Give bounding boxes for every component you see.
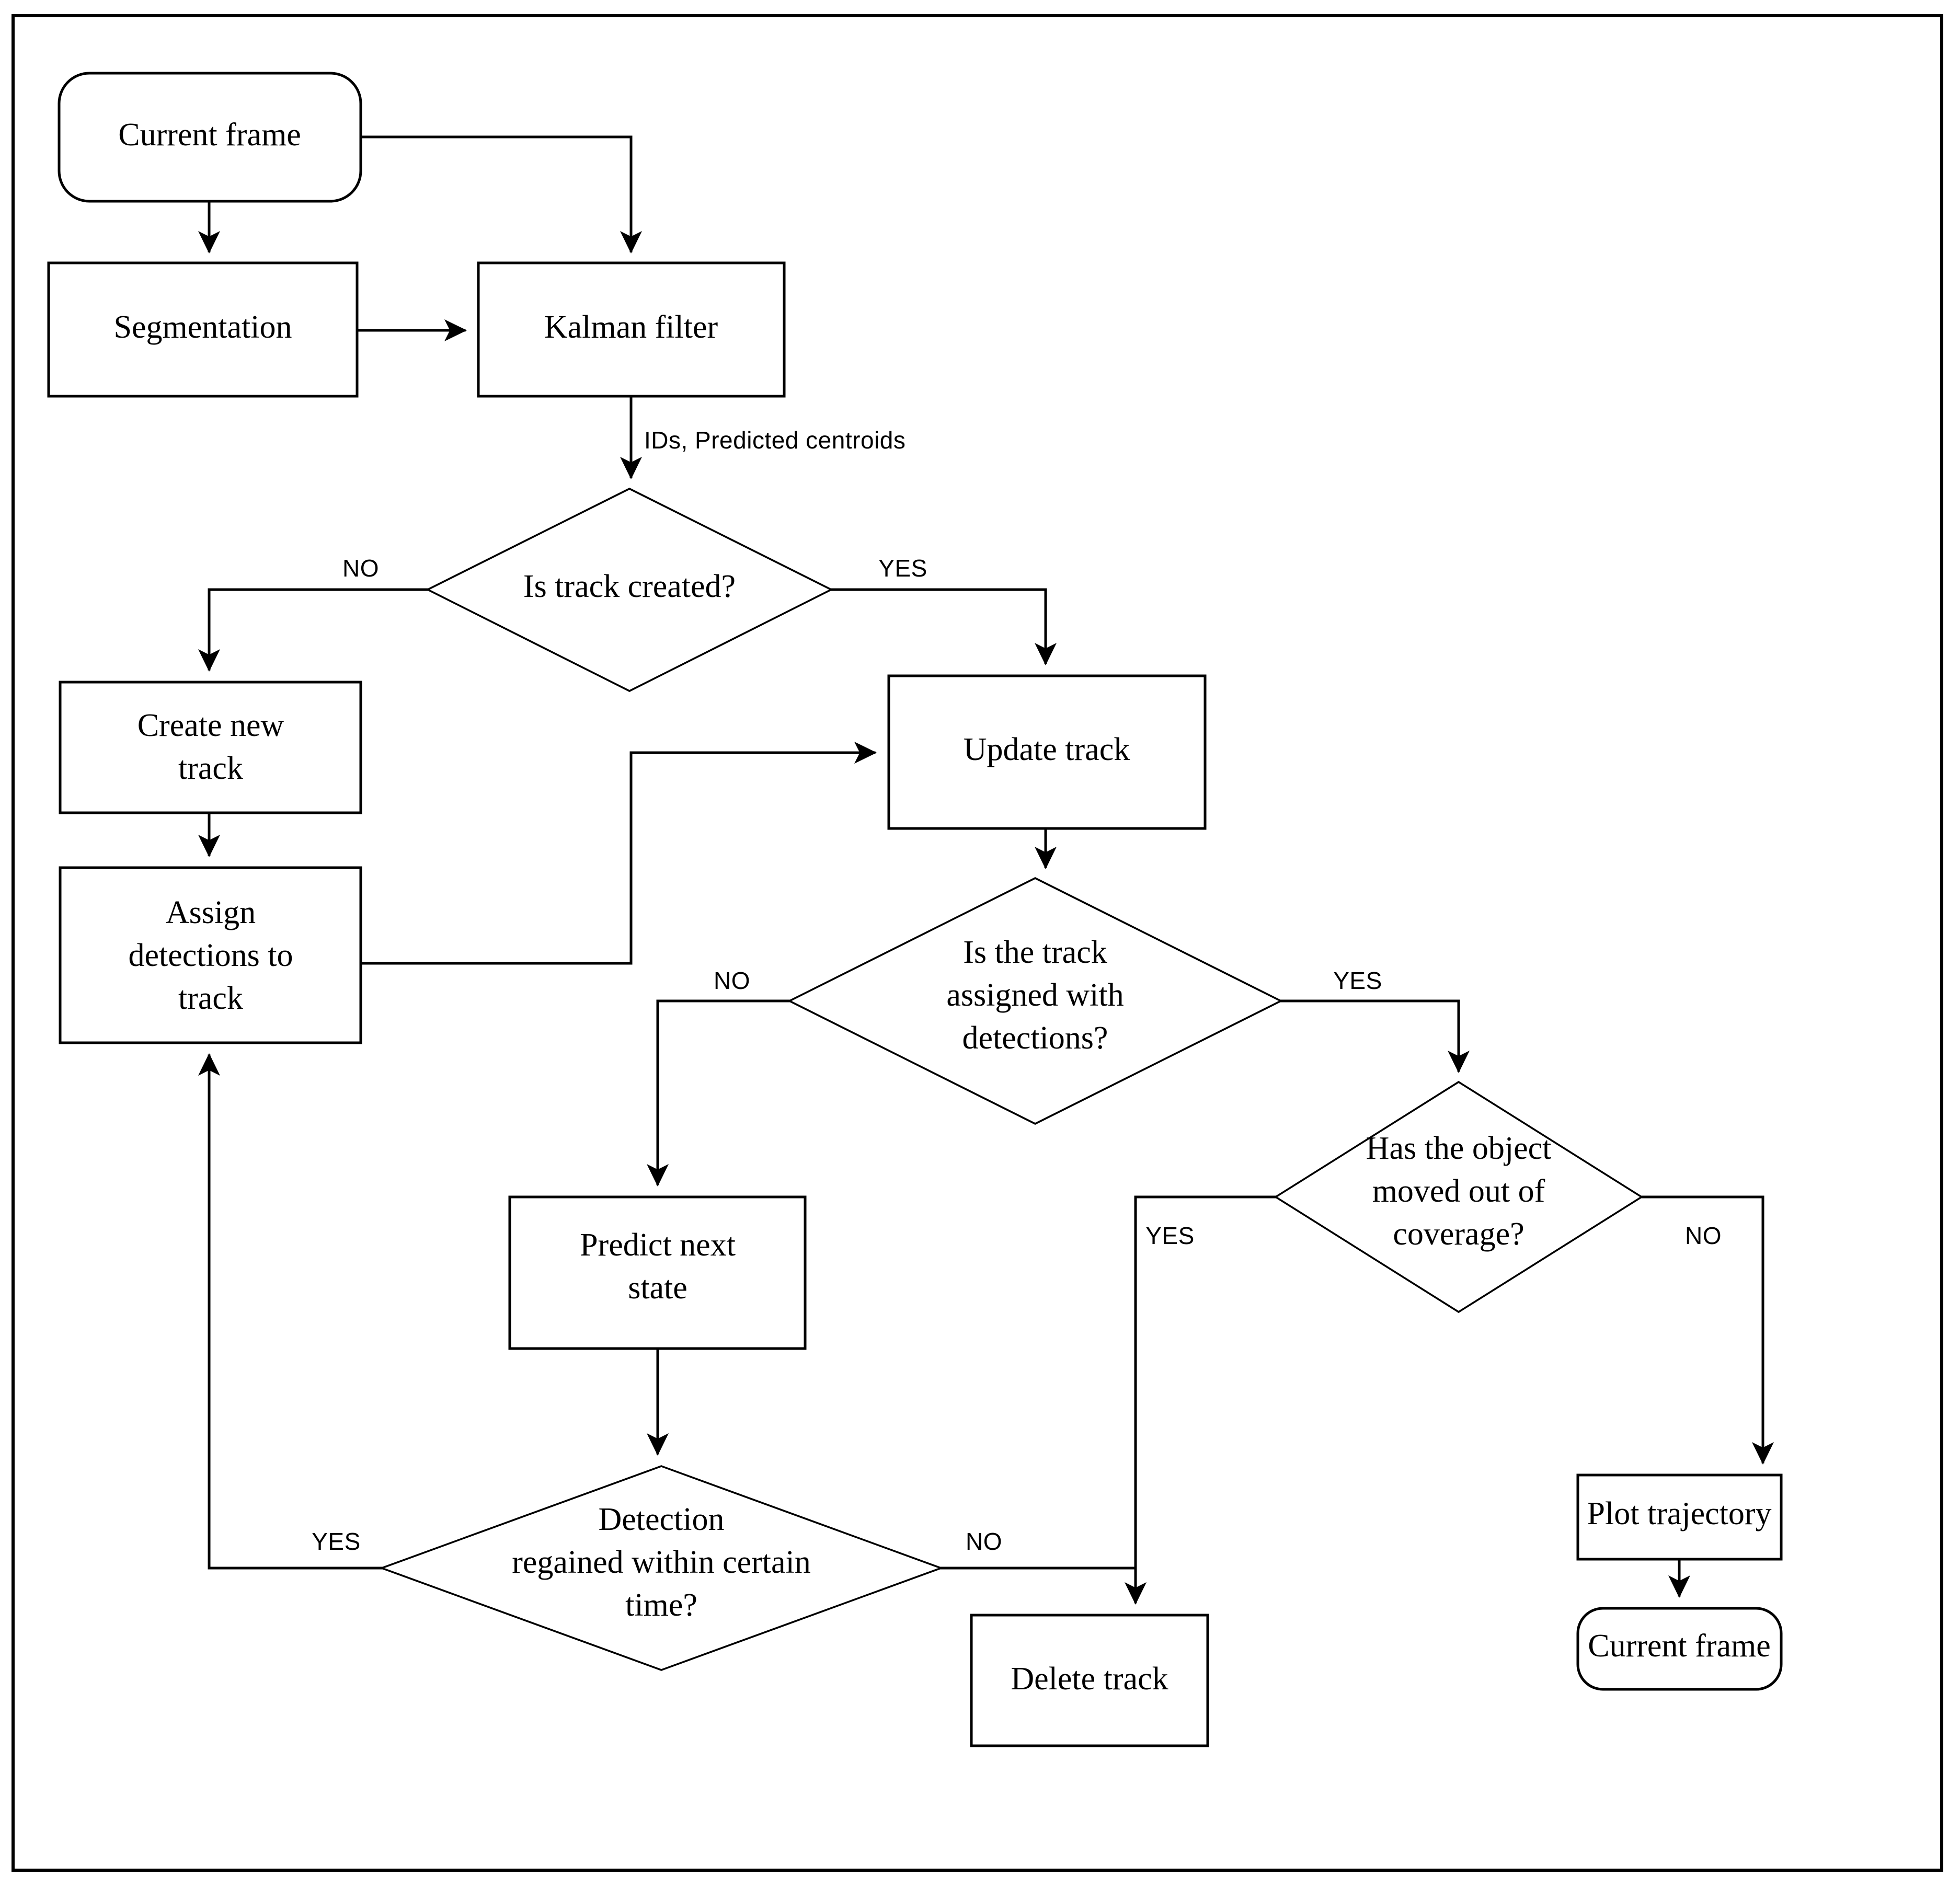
edge-labels-layer: IDs, Predicted centroids NO YES NO YES Y… <box>312 427 1722 1555</box>
is-track-assigned-label-line3: detections? <box>962 1020 1108 1056</box>
nodes-layer: Current frame Segmentation Kalman filter… <box>47 72 1783 1747</box>
edge-label-coverage-no: NO <box>1685 1222 1722 1249</box>
edge-current-frame-to-kalman <box>359 135 642 254</box>
edge-label-regained-no: NO <box>966 1528 1002 1555</box>
update-track-shape[interactable] <box>887 674 1207 830</box>
node-create-new-track[interactable]: Create new track <box>59 681 362 814</box>
has-object-moved-label-line2: moved out of <box>1372 1173 1545 1209</box>
node-current-frame-top[interactable]: Current frame <box>58 72 362 203</box>
create-new-track-label-line2: track <box>178 751 243 786</box>
edge-label-regained-yes: YES <box>312 1528 361 1555</box>
edge-label-coverage-yes: YES <box>1145 1222 1195 1249</box>
node-is-track-created[interactable]: Is track created? <box>426 488 833 692</box>
detection-regained-label-line2: regained within certain <box>512 1545 811 1580</box>
assign-detections-label-line1: Assign <box>166 895 256 930</box>
current-frame-bottom-shape[interactable] <box>1576 1607 1783 1691</box>
edge-label-assigned-yes: YES <box>1333 967 1382 994</box>
detection-regained-shape[interactable] <box>379 1465 944 1671</box>
plot-trajectory-shape[interactable] <box>1576 1473 1783 1561</box>
predict-next-state-label-line2: state <box>628 1270 687 1306</box>
node-predict-next-state[interactable]: Predict next state <box>508 1195 807 1350</box>
node-assign-detections[interactable]: Assign detections to track <box>59 866 362 1044</box>
edge-is-track-created-no <box>198 588 429 672</box>
plot-trajectory-label: Plot trajectory <box>1587 1496 1772 1531</box>
update-track-label: Update track <box>964 732 1130 767</box>
is-track-assigned-label-line1: Is the track <box>963 935 1107 970</box>
edge-detection-regained-yes <box>198 1053 383 1570</box>
is-track-created-shape[interactable] <box>426 488 833 692</box>
node-is-track-assigned[interactable]: Is the track assigned with detections? <box>787 877 1283 1125</box>
edge-has-object-moved-yes <box>1125 1195 1277 1605</box>
edge-label-kalman-to-decision: IDs, Predicted centroids <box>644 427 906 454</box>
detection-regained-label-line1: Detection <box>598 1502 724 1537</box>
node-segmentation[interactable]: Segmentation <box>47 261 359 398</box>
kalman-filter-label: Kalman filter <box>544 309 718 345</box>
has-object-moved-label-line1: Has the object <box>1366 1131 1552 1166</box>
node-kalman-filter[interactable]: Kalman filter <box>477 261 786 398</box>
edge-label-assigned-no: NO <box>714 967 750 994</box>
edge-has-object-moved-no <box>1640 1195 1774 1465</box>
node-current-frame-bottom[interactable]: Current frame <box>1576 1607 1783 1691</box>
edge-label-track-created-no: NO <box>342 555 379 582</box>
edges-layer <box>198 135 1774 1605</box>
assign-detections-shape[interactable] <box>59 866 362 1044</box>
kalman-filter-shape[interactable] <box>477 261 786 398</box>
predict-next-state-shape[interactable] <box>508 1195 807 1350</box>
segmentation-label: Segmentation <box>114 309 292 345</box>
assign-detections-label-line3: track <box>178 981 243 1016</box>
is-track-assigned-shape[interactable] <box>787 877 1283 1125</box>
node-has-object-moved[interactable]: Has the object moved out of coverage? <box>1274 1080 1644 1314</box>
current-frame-top-label: Current frame <box>118 117 301 153</box>
edge-is-assigned-no <box>647 999 791 1187</box>
has-object-moved-shape[interactable] <box>1274 1080 1644 1314</box>
is-track-assigned-label-line2: assigned with <box>946 977 1124 1013</box>
node-update-track[interactable]: Update track <box>887 674 1207 830</box>
node-plot-trajectory[interactable]: Plot trajectory <box>1576 1473 1783 1561</box>
edge-is-track-created-yes <box>830 588 1057 666</box>
detection-regained-label-line3: time? <box>625 1587 697 1623</box>
edge-is-assigned-yes <box>1279 999 1470 1074</box>
outer-frame-border <box>12 14 1943 1872</box>
node-detection-regained[interactable]: Detection regained within certain time? <box>379 1465 944 1671</box>
assign-detections-label-line2: detections to <box>128 938 293 973</box>
node-delete-track[interactable]: Delete track <box>970 1614 1209 1747</box>
has-object-moved-label-line3: coverage? <box>1393 1216 1524 1252</box>
current-frame-bottom-label: Current frame <box>1588 1628 1770 1664</box>
current-frame-top-shape[interactable] <box>58 72 362 203</box>
delete-track-shape[interactable] <box>970 1614 1209 1747</box>
edge-assign-to-update-track <box>359 742 877 965</box>
create-new-track-label-line1: Create new <box>137 708 284 743</box>
segmentation-shape[interactable] <box>47 261 359 398</box>
create-new-track-shape[interactable] <box>59 681 362 814</box>
edge-label-track-created-yes: YES <box>878 555 927 582</box>
is-track-created-label: Is track created? <box>523 569 736 604</box>
predict-next-state-label-line1: Predict next <box>580 1227 736 1263</box>
delete-track-label: Delete track <box>1011 1661 1168 1697</box>
